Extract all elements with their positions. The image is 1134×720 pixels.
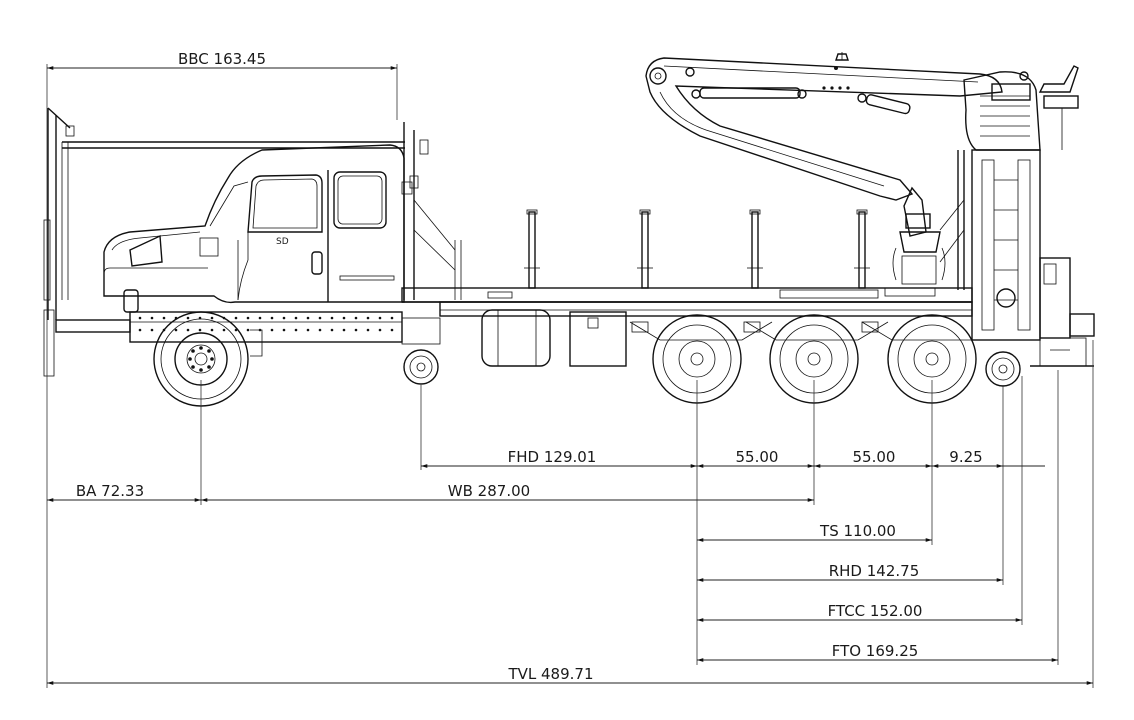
frame-bolt	[282, 328, 286, 332]
frame-bolt	[294, 328, 298, 332]
frame-bolt	[186, 328, 190, 332]
dimension-label-spacing-3: 9.25	[949, 448, 982, 466]
frame-bolt	[174, 328, 178, 332]
dimension-label-bbc: BBC 163.45	[178, 50, 266, 68]
frame-bolt	[138, 328, 142, 332]
frame-bolt	[354, 316, 358, 320]
frame-bolt	[282, 316, 286, 320]
dimension-label-wb: WB 287.00	[448, 482, 530, 500]
dimension-label-ftcc: FTCC 152.00	[828, 602, 923, 620]
dimension-fto: FTO 169.25	[697, 642, 1058, 662]
frame-bolt	[198, 316, 202, 320]
frame-bolt	[222, 316, 226, 320]
frame-bolt	[258, 328, 262, 332]
frame-bolt	[162, 316, 166, 320]
frame-bolt	[366, 328, 370, 332]
crane-boom	[645, 52, 1079, 285]
frame-bolt	[246, 316, 250, 320]
frame-bolt	[210, 316, 214, 320]
frame-bolt	[378, 328, 382, 332]
frame-bolt	[318, 328, 322, 332]
truck-side-view: SD	[43, 52, 1095, 407]
cab-badge: SD	[276, 237, 289, 247]
frame-bolt	[342, 316, 346, 320]
dimension-rhd: RHD 142.75	[697, 562, 1003, 582]
frame-bolt	[162, 328, 166, 332]
crane-tower	[939, 149, 1095, 367]
frame-bolt	[318, 316, 322, 320]
frame-bolt	[258, 316, 262, 320]
frame-bolt	[198, 328, 202, 332]
suspension	[629, 321, 974, 341]
pusher-wheel	[401, 317, 441, 385]
frame-bolt	[390, 316, 394, 320]
tag-wheel	[985, 351, 1021, 387]
frame-bolt	[378, 316, 382, 320]
dimension-label-rhd: RHD 142.75	[829, 562, 920, 580]
dimension-ftcc: FTCC 152.00	[697, 602, 1022, 622]
frame-bolt	[210, 328, 214, 332]
frame-bolt	[222, 328, 226, 332]
frame-bolt	[234, 328, 238, 332]
dimension-label-spacing-2: 55.00	[853, 448, 896, 466]
frame-bolt	[186, 316, 190, 320]
front-wheel	[153, 311, 263, 407]
dimension-label-ts: TS 110.00	[819, 522, 896, 540]
frame-bolt	[150, 328, 154, 332]
frame-bolt	[330, 328, 334, 332]
frame-bolt	[366, 316, 370, 320]
dimension-label-fto: FTO 169.25	[832, 642, 919, 660]
dimension-fhd-row: FHD 129.01 55.00 55.00 9.25	[421, 448, 1045, 468]
frame-bolt	[270, 316, 274, 320]
front-bunk	[403, 122, 462, 300]
frame-bolt	[306, 316, 310, 320]
frame-bolt	[390, 328, 394, 332]
dimension-ba-wb-row: BA 72.33 WB 287.00	[47, 482, 814, 502]
dimension-label-spacing-1: 55.00	[736, 448, 779, 466]
frame-bolt	[330, 316, 334, 320]
dimension-label-fhd: FHD 129.01	[508, 448, 597, 466]
truck-cab: SD	[103, 144, 413, 313]
frame-bolts	[138, 316, 394, 332]
dimension-label-ba: BA 72.33	[76, 482, 144, 500]
dimension-bbc: BBC 163.45	[47, 50, 397, 70]
fuel-tank	[481, 309, 551, 367]
frame-bolt	[246, 328, 250, 332]
dimension-ts: TS 110.00	[697, 522, 932, 542]
frame-bolt	[138, 316, 142, 320]
toolbox	[569, 311, 627, 367]
frame-bolt	[342, 328, 346, 332]
log-bunk-stakes	[524, 209, 870, 289]
frame-bolt	[354, 328, 358, 332]
frame-bolt	[270, 328, 274, 332]
extension-lines	[46, 64, 1094, 688]
frame-bolt	[150, 316, 154, 320]
frame-bolt	[306, 328, 310, 332]
dimension-tvl: TVL 489.71	[47, 665, 1093, 685]
frame-bolt	[234, 316, 238, 320]
frame-bolt	[294, 316, 298, 320]
frame-bolt	[174, 316, 178, 320]
dimension-label-tvl: TVL 489.71	[507, 665, 593, 683]
headache-rack	[43, 107, 405, 377]
